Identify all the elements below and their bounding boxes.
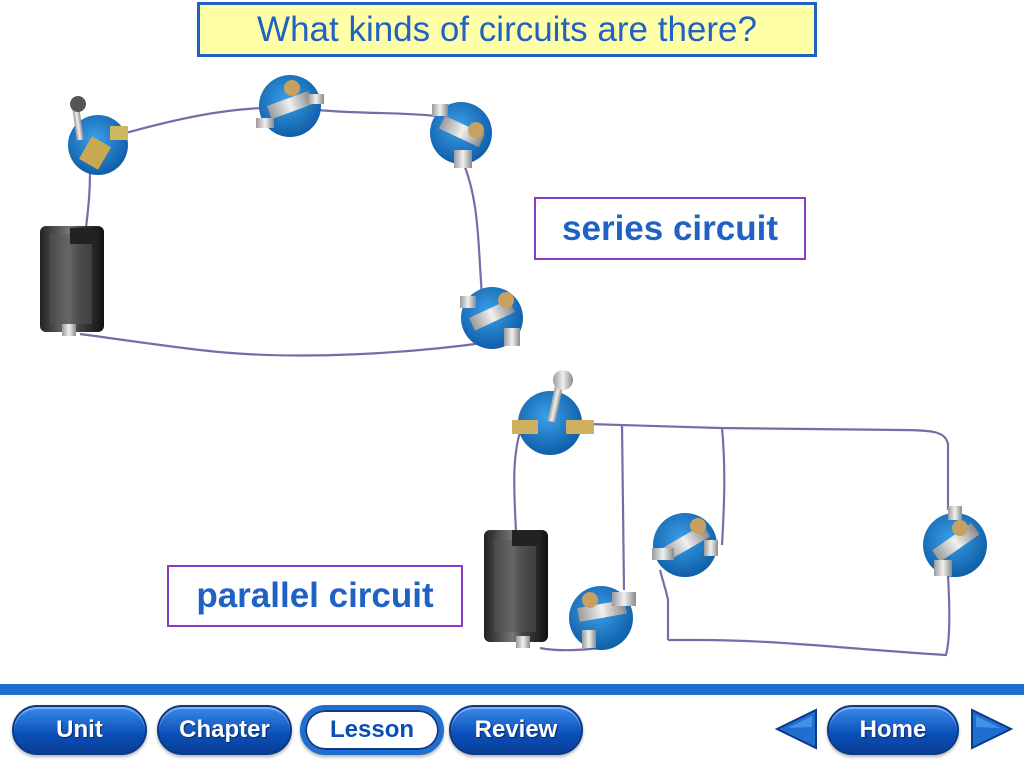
chapter-button[interactable]: Chapter <box>157 705 292 755</box>
parallel-switch <box>512 370 594 455</box>
series-wires <box>79 106 491 357</box>
parallel-bulb-holder-2 <box>652 513 718 577</box>
series-bulb-holder-1 <box>256 75 324 137</box>
navigation-divider <box>0 684 1024 695</box>
parallel-bulb-holder-3 <box>923 506 987 577</box>
review-button-label: Review <box>474 716 558 743</box>
series-battery <box>40 226 104 336</box>
series-bulb-holder-3 <box>460 287 523 349</box>
left-arrow-icon[interactable] <box>774 707 818 751</box>
unit-button-label: Unit <box>56 716 103 743</box>
parallel-battery <box>484 530 548 648</box>
parallel-wires <box>513 422 951 657</box>
lesson-button[interactable]: Lesson <box>300 705 444 755</box>
circuit-illustrations <box>40 75 987 657</box>
title-box: What kinds of circuits are there? <box>197 2 817 57</box>
page-title: What kinds of circuits are there? <box>257 10 757 49</box>
lesson-button-label: Lesson <box>329 716 415 743</box>
series-bulb-holder-2 <box>430 102 492 168</box>
parallel-circuit <box>484 370 987 657</box>
unit-button[interactable]: Unit <box>12 705 147 755</box>
review-button[interactable]: Review <box>449 705 583 755</box>
home-button[interactable]: Home <box>827 705 959 755</box>
series-circuit-text: series circuit <box>562 208 778 248</box>
parallel-bulb-holder-1 <box>569 586 636 650</box>
series-switch <box>68 96 128 175</box>
right-arrow-icon[interactable] <box>970 707 1014 751</box>
parallel-circuit-text: parallel circuit <box>196 576 434 615</box>
series-circuit-label: series circuit <box>534 197 806 260</box>
parallel-circuit-label: parallel circuit <box>167 565 463 627</box>
series-circuit <box>40 75 523 357</box>
home-button-label: Home <box>859 716 927 743</box>
chapter-button-label: Chapter <box>179 716 270 743</box>
